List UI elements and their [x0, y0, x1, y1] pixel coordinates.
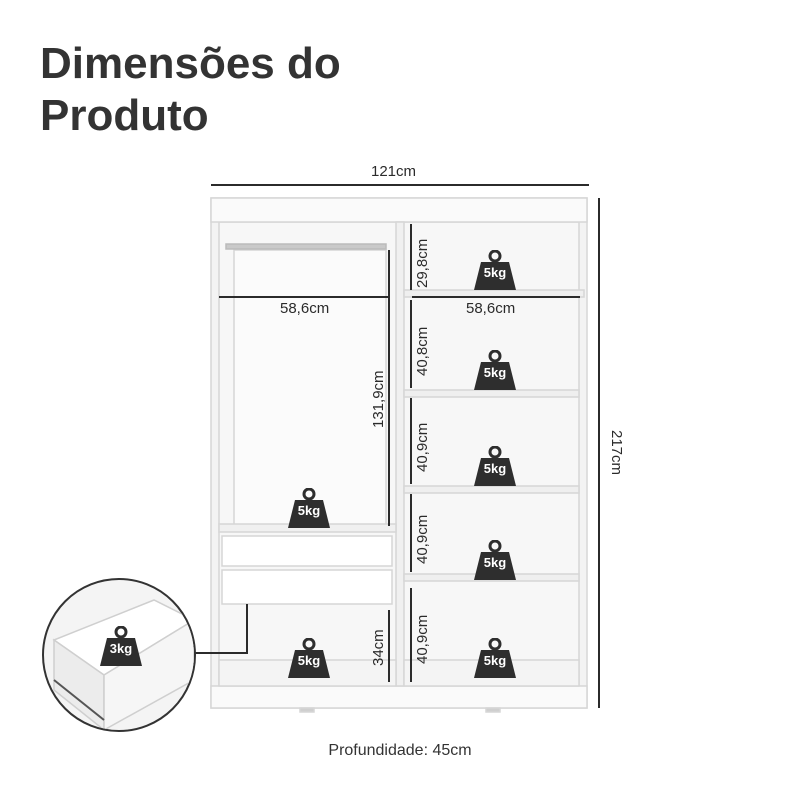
drawer-callout-line-v — [246, 604, 248, 654]
shelf-4-height-line — [410, 494, 412, 572]
weight-icon: 5kg — [472, 350, 518, 392]
weight-label: 5kg — [297, 503, 321, 518]
shelf-1-height-line — [410, 224, 412, 290]
shelf-2-height-line — [410, 300, 412, 388]
title-line-2: Produto — [40, 91, 209, 140]
weight-icon: 5kg — [472, 540, 518, 582]
weight-label: 5kg — [483, 365, 507, 380]
hanging-height-label: 131,9cm — [370, 370, 387, 428]
weight-icon: 5kg — [472, 250, 518, 292]
height-dimension-line — [598, 198, 600, 708]
weight-label: 5kg — [483, 265, 507, 280]
shelf-5-height-label: 40,9cm — [414, 614, 431, 664]
weight-icon: 5kg — [472, 446, 518, 488]
width-label: 121cm — [371, 163, 417, 180]
weight-label: 5kg — [483, 555, 507, 570]
weight-icon: 3kg — [98, 626, 144, 668]
drawer-detail-inset: 3kg — [42, 578, 196, 732]
weight-label: 5kg — [483, 653, 507, 668]
weight-icon: 5kg — [472, 638, 518, 680]
bottom-left-height-line — [388, 610, 390, 682]
shelf-5-height-line — [410, 588, 412, 682]
width-dimension-line — [211, 184, 589, 186]
left-width-line — [219, 296, 389, 298]
depth-label: Profundidade: 45cm — [328, 742, 472, 759]
title-line-1: Dimensões do — [40, 39, 341, 88]
right-width-label: 58,6cm — [466, 300, 516, 317]
weight-icon: 5kg — [286, 638, 332, 680]
weight-label: 5kg — [297, 653, 321, 668]
weight-icon: 5kg — [286, 488, 332, 530]
bottom-left-height-label: 34cm — [370, 629, 387, 666]
drawer-callout-line-h — [190, 652, 248, 654]
right-width-line — [412, 296, 580, 298]
weight-label: 5kg — [483, 461, 507, 476]
shelf-1-height-label: 29,8cm — [414, 238, 431, 288]
shelf-3-height-line — [410, 398, 412, 484]
shelf-3-height-label: 40,9cm — [414, 422, 431, 472]
left-width-label: 58,6cm — [280, 300, 330, 317]
weight-label: 3kg — [109, 641, 133, 656]
shelf-2-height-label: 40,8cm — [414, 326, 431, 376]
page-title: Dimensões do Produto — [40, 38, 341, 142]
hanging-height-line — [388, 250, 390, 526]
shelf-4-height-label: 40,9cm — [414, 514, 431, 564]
